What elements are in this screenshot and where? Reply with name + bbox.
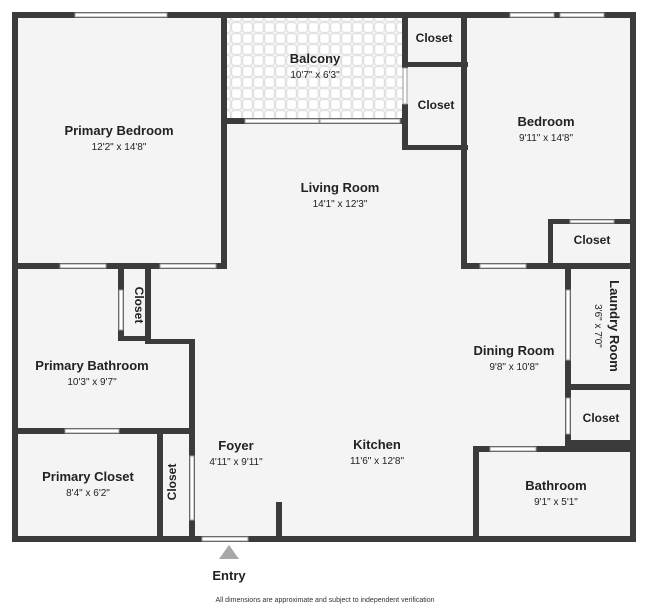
laundry-room-name: Laundry Room <box>607 280 622 372</box>
closet-mid-label: Closet <box>418 98 455 112</box>
living-room-name: Living Room <box>301 180 380 195</box>
bedroom-dims: 9'11" x 14'8" <box>519 133 574 144</box>
bathroom-closet-label: Closet <box>132 287 146 324</box>
primary-closet-dims: 8'4" x 6'2" <box>66 488 110 499</box>
entry-label: Entry <box>212 568 246 583</box>
living-room-dims: 14'1" x 12'3" <box>313 199 368 210</box>
laundry-room-dims: 3'6" x 7'0" <box>592 304 603 348</box>
primary-bedroom-dims: 12'2" x 14'8" <box>92 142 147 153</box>
primary-bathroom-dims: 10'3" x 9'7" <box>67 377 117 388</box>
kitchen-dims: 11'6" x 12'8" <box>350 456 405 467</box>
bedroom-closet-label: Closet <box>574 233 611 247</box>
balcony-dims: 10'7" x 6'3" <box>290 70 340 81</box>
laundry-closet-label: Closet <box>583 411 620 425</box>
bedroom-name: Bedroom <box>517 114 574 129</box>
foyer-closet-label: Closet <box>165 464 179 501</box>
primary-bathroom-name: Primary Bathroom <box>35 358 148 373</box>
dining-room-dims: 9'8" x 10'8" <box>489 362 539 373</box>
kitchen-name: Kitchen <box>353 437 401 452</box>
disclaimer-text: All dimensions are approximate and subje… <box>215 597 435 604</box>
primary-closet-name: Primary Closet <box>42 469 134 484</box>
balcony-name: Balcony <box>290 51 341 66</box>
bathroom-dims: 9'1" x 5'1" <box>534 497 578 508</box>
bathroom-name: Bathroom <box>525 478 586 493</box>
windows <box>59 12 615 542</box>
dining-room-name: Dining Room <box>474 343 555 358</box>
primary-bedroom-name: Primary Bedroom <box>64 123 173 138</box>
entry-arrow-icon <box>219 545 239 559</box>
foyer-dims: 4'11" x 9'11" <box>209 457 263 468</box>
closet-top-label: Closet <box>416 31 453 45</box>
balcony-tiles <box>227 17 404 121</box>
foyer-name: Foyer <box>218 438 253 453</box>
